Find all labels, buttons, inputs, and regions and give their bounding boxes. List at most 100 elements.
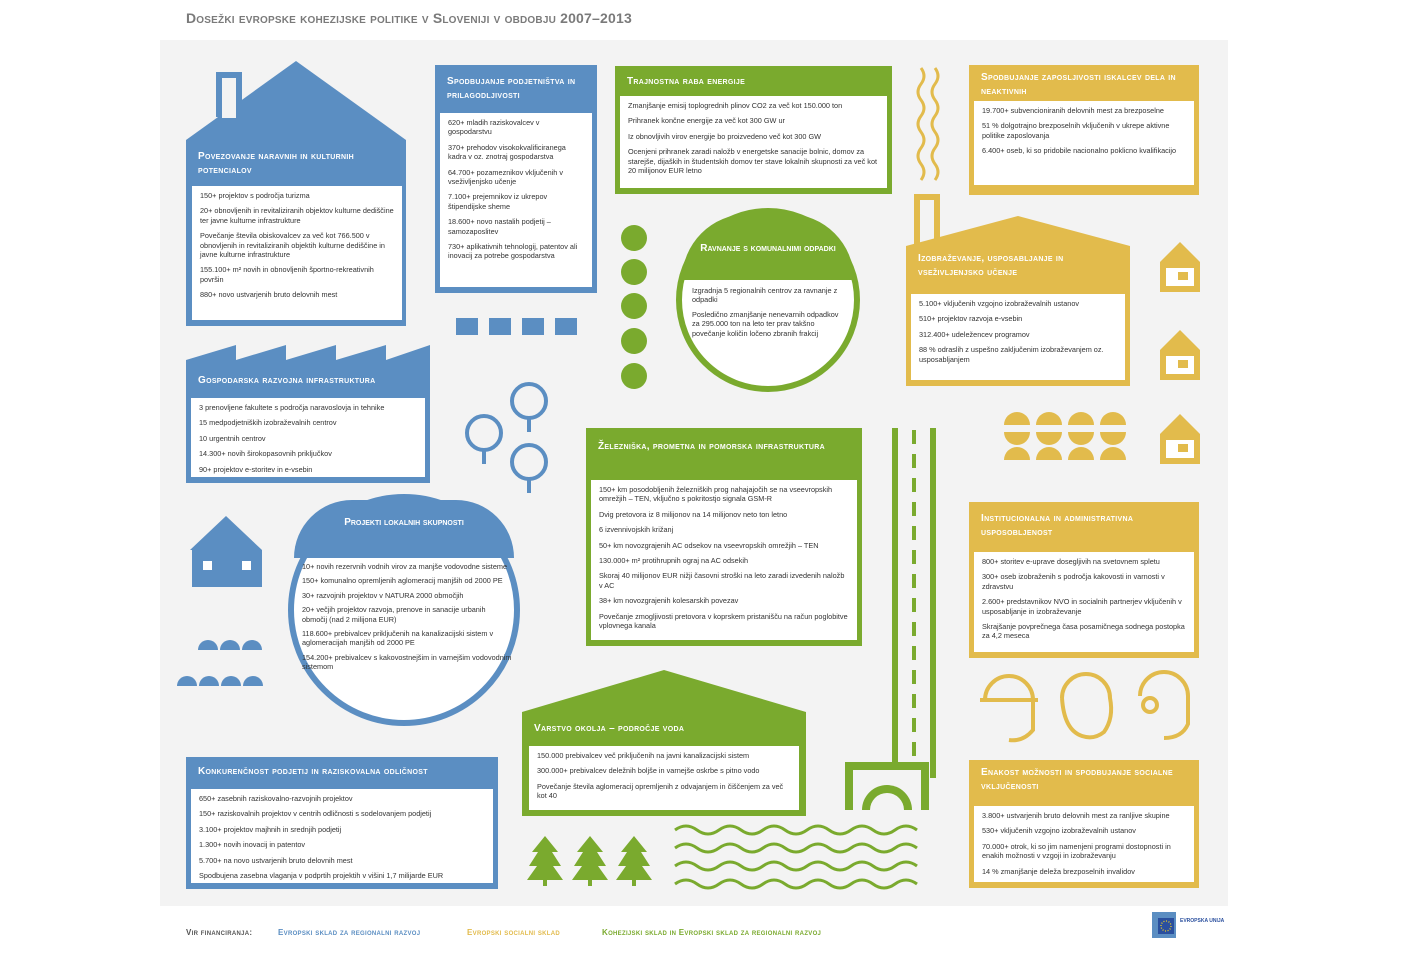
panel-heading: Enakost možnosti in spodbujanje socialne… bbox=[981, 767, 1173, 792]
list-item: 150.000 prebivalcev več priključenih na … bbox=[537, 751, 750, 760]
list-item: Ocenjeni prihranek zaradi naložb v energ… bbox=[628, 147, 878, 176]
list-item: 7.100+ prejemnikov iz ukrepov štipendijs… bbox=[448, 192, 548, 211]
list-item: 880+ novo ustvarjenih bruto delovnih mes… bbox=[200, 290, 338, 300]
face-icons bbox=[980, 670, 1190, 743]
panel-body: 150.000 prebivalcev več priključenih na … bbox=[529, 746, 799, 810]
list-item: 38+ km novozgrajenih kolesarskih povezav bbox=[599, 596, 739, 606]
list-item: 150+ km posodobljenih železniških prog n… bbox=[599, 485, 833, 504]
panel-body: 19.700+ subvencioniranih delovnih mest z… bbox=[974, 101, 1194, 185]
circle-lokalne: Projekti lokalnih skupnosti 10+ novih re… bbox=[288, 494, 520, 726]
house-roof-icon bbox=[186, 61, 406, 140]
panel-okolje: Varstvo okolja – področje voda 150.000 p… bbox=[522, 712, 806, 816]
circle-header-band bbox=[294, 500, 514, 558]
panel-body: 150+ km posodobljenih železniških prog n… bbox=[591, 480, 857, 640]
list-item: 14 % zmanjšanje deleža brezposelnih inva… bbox=[982, 866, 1135, 876]
list-item: Izgradnja 5 regionalnih centrov za ravna… bbox=[692, 286, 838, 305]
smoke-icon bbox=[916, 67, 940, 181]
list-item: Skrajšanje povprečnega časa posamičnega … bbox=[982, 622, 1185, 641]
list-item: 20+ obnovljenih in revitaliziranih objek… bbox=[200, 206, 394, 225]
list-item: Iz obnovljivih virov energije bo proizve… bbox=[628, 131, 822, 141]
footer-label: Vir financiranja: bbox=[186, 928, 253, 937]
list-item: 1.300+ novih inovacij in patentov bbox=[199, 840, 306, 850]
small-house-icon bbox=[190, 516, 262, 550]
yellow-house-icons bbox=[1160, 242, 1200, 464]
list-item: 70.000+ otrok, ki so jim namenjeni progr… bbox=[982, 841, 1171, 861]
panel-heading: Izobraževanje, usposabljanje in vseživlj… bbox=[918, 253, 1064, 278]
panel-body: Zmanjšanje emisij toplogrednih plinov CO… bbox=[620, 96, 887, 188]
panel-gospodarska: Gospodarska razvojna infrastruktura 3 pr… bbox=[186, 366, 430, 483]
circle-heading: Projekti lokalnih skupnosti bbox=[344, 517, 464, 528]
list-item: Prihranek končne energije za več kot 300… bbox=[628, 116, 785, 126]
list-item: 730+ aplikativnih tehnologij, patentov a… bbox=[448, 242, 578, 261]
panel-heading: Železniška, prometna in pomorska infrast… bbox=[598, 441, 825, 452]
list-item: 15 medpodjetniških izobraževalnih centro… bbox=[199, 418, 337, 428]
panel-body: 800+ storitev e-uprave dosegljivih na sv… bbox=[974, 552, 1194, 652]
pine-tree-icons bbox=[527, 836, 652, 886]
list-item: 10 urgentnih centrov bbox=[199, 433, 266, 443]
circle-odpadki: Ravnanje s komunalnimi odpadki Izgradnja… bbox=[676, 208, 860, 392]
list-item: 90+ projektov e-storitev in e-vsebin bbox=[199, 464, 313, 474]
panel-body: 150+ projektov s področja turizma 20+ ob… bbox=[192, 186, 402, 320]
list-item: 50+ km novozgrajenih AC odsekov na vseev… bbox=[599, 540, 819, 550]
panel-institucionalna: Institucionalna in administrativna uspos… bbox=[969, 502, 1199, 658]
eu-flag-icon bbox=[1152, 912, 1176, 938]
dot-icons bbox=[621, 225, 647, 389]
tunnel-icon bbox=[845, 762, 929, 810]
list-item: 6 izvennivojskih križanj bbox=[599, 525, 674, 535]
list-item: 530+ vključenih vzgojno izobraževalnih u… bbox=[982, 826, 1136, 836]
panel-izobrazevanje: Izobraževanje, usposabljanje in vseživlj… bbox=[906, 246, 1130, 386]
panel-body: 3.800+ ustvarjenih bruto delovnih mest z… bbox=[974, 806, 1194, 882]
tree-icons bbox=[465, 382, 548, 493]
list-item: 150+ raziskovalnih projektov v centrih o… bbox=[199, 809, 432, 819]
wave-icons bbox=[177, 640, 263, 686]
list-item: Zmanjšanje emisij toplogrednih plinov CO… bbox=[628, 101, 843, 110]
list-item: 64.700+ pozameznikov vključenih v vseživ… bbox=[448, 167, 563, 187]
panel-body: 620+ mladih raziskovalcev v gospodarstvu… bbox=[440, 113, 592, 287]
footer-fund-yellow: Evropski socialni sklad bbox=[467, 928, 561, 937]
list-item: 5.100+ vključenih vzgojno izobraževalnih… bbox=[919, 299, 1080, 308]
list-item: 14.300+ novih širokopasovnih priključkov bbox=[199, 449, 332, 459]
list-item: 130.000+ m² protihrupnih ograj na AC ods… bbox=[599, 556, 749, 566]
list-item: Dvig pretovora iz 8 milijonov na 14 mili… bbox=[599, 509, 788, 519]
list-item: 300.000+ prebivalcev deležnih boljše in … bbox=[537, 766, 760, 776]
list-item: 5.700+ na novo ustvarjenih bruto delovni… bbox=[199, 855, 353, 865]
list-item: 312.400+ udeležencev programov bbox=[919, 329, 1030, 339]
list-item: 30+ razvojnih projektov v NATURA 2000 ob… bbox=[302, 590, 464, 600]
panel-heading: Povezovanje naravnih in kulturnih potenc… bbox=[198, 151, 354, 176]
list-item: 620+ mladih raziskovalcev v gospodarstvu bbox=[448, 118, 540, 137]
square-icon bbox=[522, 318, 544, 335]
list-item: Skoraj 40 milijonov EUR nižji časovni st… bbox=[599, 571, 845, 590]
list-item: 800+ storitev e-uprave dosegljivih na sv… bbox=[982, 557, 1160, 566]
list-item: Povečanje števila obiskovalcev za več ko… bbox=[200, 231, 385, 260]
list-item: 51 % dolgotrajno brezposelnih vključenih… bbox=[982, 121, 1170, 140]
square-icon bbox=[555, 318, 577, 335]
circle-body: Izgradnja 5 regionalnih centrov za ravna… bbox=[692, 286, 844, 343]
page-title: Dosežki evropske kohezijske politike v S… bbox=[186, 10, 632, 26]
list-item: 2.600+ predstavnikov NVO in socialnih pa… bbox=[982, 597, 1182, 616]
list-item: 300+ oseb izobraženih s področja kakovos… bbox=[982, 572, 1165, 591]
list-item: Spodbujena zasebna vlaganja v podprtih p… bbox=[199, 871, 444, 881]
panel-heading: Spodbujanje podjetništva in prilagodljiv… bbox=[447, 76, 576, 101]
footer-fund-green: Kohezijski sklad in Evropski sklad za re… bbox=[602, 928, 822, 937]
list-item: 118.600+ prebivalcev priključenih na kan… bbox=[302, 629, 494, 648]
circle-header-band bbox=[682, 214, 854, 280]
panel-podjetnistvo: Spodbujanje podjetništva in prilagodljiv… bbox=[435, 65, 597, 293]
list-item: 19.700+ subvencioniranih delovnih mest z… bbox=[982, 106, 1164, 115]
circle-body: 10+ novih rezervnih vodnih virov za manj… bbox=[302, 562, 512, 677]
list-item: 650+ zasebnih raziskovalno-razvojnih pro… bbox=[199, 794, 353, 803]
list-item: 155.100+ m² novih in obnovljenih športno… bbox=[200, 265, 374, 284]
list-item: 10+ novih rezervnih vodnih virov za manj… bbox=[302, 562, 508, 571]
panel-konkurencnost: Konkurenčnost podjetij in raziskovalna o… bbox=[186, 757, 498, 889]
panel-heading: Institucionalna in administrativna uspos… bbox=[981, 513, 1134, 538]
list-item: 3 prenovljene fakultete s področja narav… bbox=[199, 403, 385, 412]
list-item: Povečanje števila aglomeracij opremljeni… bbox=[537, 781, 784, 801]
list-item: 3.800+ ustvarjenih bruto delovnih mest z… bbox=[982, 811, 1170, 820]
panel-heading: Varstvo okolja – področje voda bbox=[534, 723, 685, 734]
eu-logo-text: EVROPSKA UNIJA bbox=[1180, 918, 1225, 924]
panel-zaposljivost: Spodbujanje zaposljivosti iskalcev dela … bbox=[969, 65, 1199, 195]
panel-zeleznica: Železniška, prometna in pomorska infrast… bbox=[586, 428, 862, 646]
footer-fund-blue: Evropski sklad za regionalni razvoj bbox=[278, 928, 421, 937]
panel-energija: Trajnostna raba energije Zmanjšanje emis… bbox=[615, 66, 892, 194]
panel-heading: Trajnostna raba energije bbox=[627, 76, 746, 87]
